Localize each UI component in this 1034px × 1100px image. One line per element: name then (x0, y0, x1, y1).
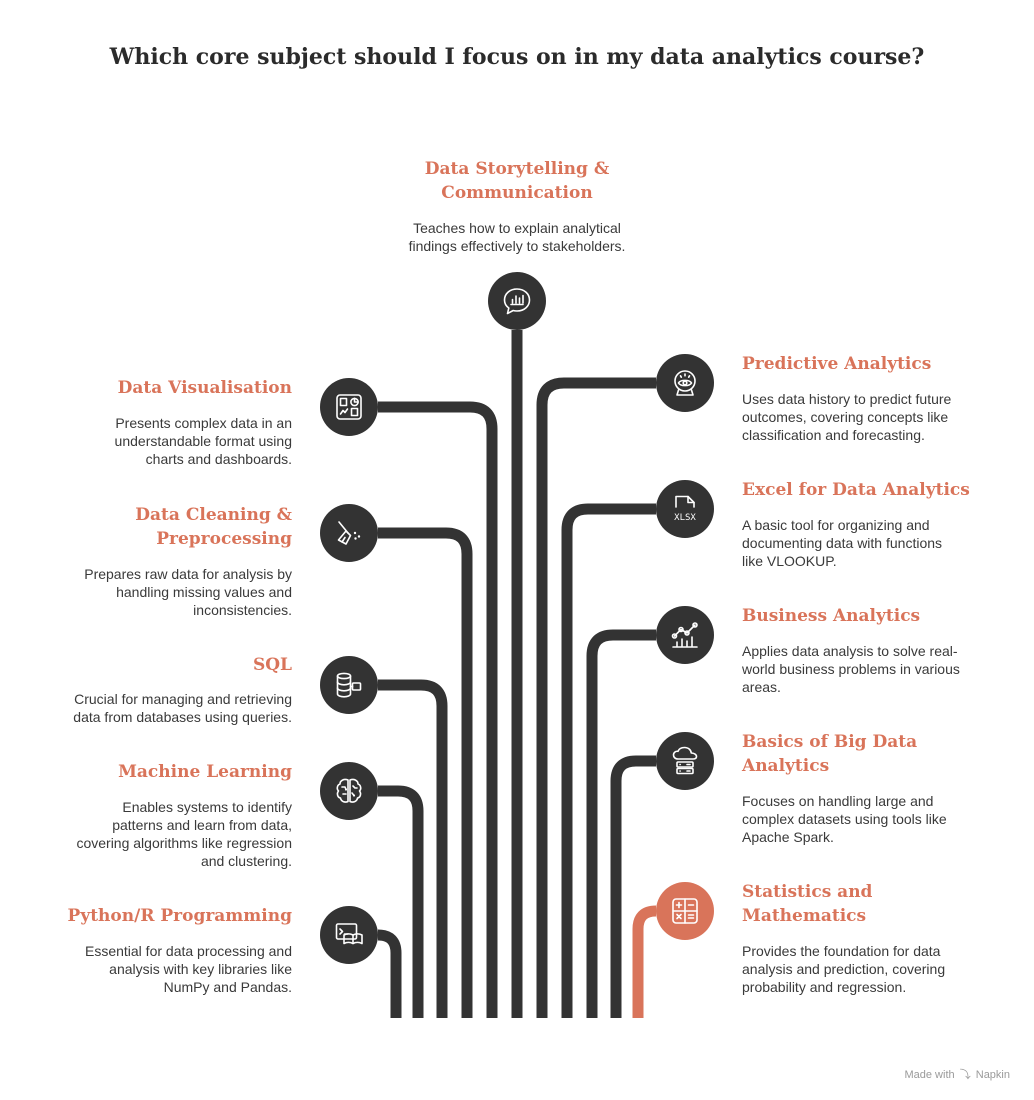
sql-heading: SQL (252, 655, 292, 675)
cloud-server-icon (672, 746, 698, 775)
wire-excel (561, 503, 656, 1018)
business-description: Applies data analysis to solve real- wor… (742, 643, 960, 695)
napkin-logo-icon: ⤵ (959, 1069, 971, 1081)
crystal-ball-icon (674, 370, 696, 396)
wire-stats (632, 905, 657, 1018)
predictive-heading: Predictive Analytics (742, 354, 932, 374)
wire-visualisation (378, 401, 498, 1018)
wire-business (586, 629, 656, 1018)
wire-bigdata (610, 755, 656, 1018)
visualisation-description: Presents complex data in an understandab… (114, 415, 292, 467)
predictive-node (656, 354, 714, 412)
python-description: Essential for data processing and analys… (84, 943, 292, 995)
wire-cleaning (378, 527, 473, 1018)
xlsx-file-icon: XLSX (674, 495, 696, 523)
ml-node (320, 762, 378, 820)
wire-predictive (536, 377, 656, 1018)
excel-description: A basic tool for organizing and document… (742, 517, 943, 569)
excel-node: XLSX (656, 480, 714, 538)
stats-description: Provides the foundation for data analysi… (742, 943, 946, 995)
code-book-icon (335, 923, 363, 945)
python-node (320, 906, 378, 964)
footer-attribution: Made with ⤵ Napkin (904, 1066, 1010, 1082)
wire-sql (378, 679, 448, 1018)
brain-icon (336, 778, 362, 803)
cleaning-description: Prepares raw data for analysis by handli… (84, 566, 292, 618)
ml-heading: Machine Learning (118, 762, 292, 782)
cleaning-node (320, 504, 378, 562)
storytelling-node (488, 272, 546, 330)
broom-icon (337, 521, 361, 545)
business-node (656, 606, 714, 664)
calculator-icon (672, 898, 698, 924)
stats-heading: Statistics and Mathematics (742, 882, 873, 926)
sql-node (320, 656, 378, 714)
page-title: Which core subject should I focus on in … (109, 44, 925, 70)
cleaning-heading: Data Cleaning & Preprocessing (135, 505, 292, 549)
bigdata-description: Focuses on handling large and complex da… (742, 793, 947, 845)
bigdata-node (656, 732, 714, 790)
storytelling-heading: Data Storytelling & Communication (424, 159, 610, 203)
footer-made-with: Made with (904, 1069, 955, 1081)
python-heading: Python/R Programming (67, 906, 292, 926)
database-icon (336, 672, 362, 698)
business-heading: Business Analytics (742, 606, 921, 626)
trend-chart-icon (671, 622, 698, 648)
wire-ml (378, 785, 424, 1018)
predictive-description: Uses data history to predict future outc… (742, 391, 952, 443)
sql-description: Crucial for managing and retrieving data… (73, 691, 292, 725)
storytelling-description: Teaches how to explain analytical findin… (408, 220, 626, 254)
excel-heading: Excel for Data Analytics (742, 480, 970, 500)
stats-node (656, 882, 714, 940)
bigdata-heading: Basics of Big Data Analytics (742, 732, 918, 776)
xlsx-label: XLSX (674, 513, 696, 523)
visualisation-heading: Data Visualisation (117, 378, 292, 398)
chat-chart-icon (503, 288, 531, 315)
dashboard-icon (336, 394, 362, 420)
ml-description: Enables systems to identify patterns and… (76, 799, 292, 869)
footer-brand: Napkin (975, 1069, 1010, 1081)
visualisation-node (320, 378, 378, 436)
wire-python (377, 929, 402, 1018)
